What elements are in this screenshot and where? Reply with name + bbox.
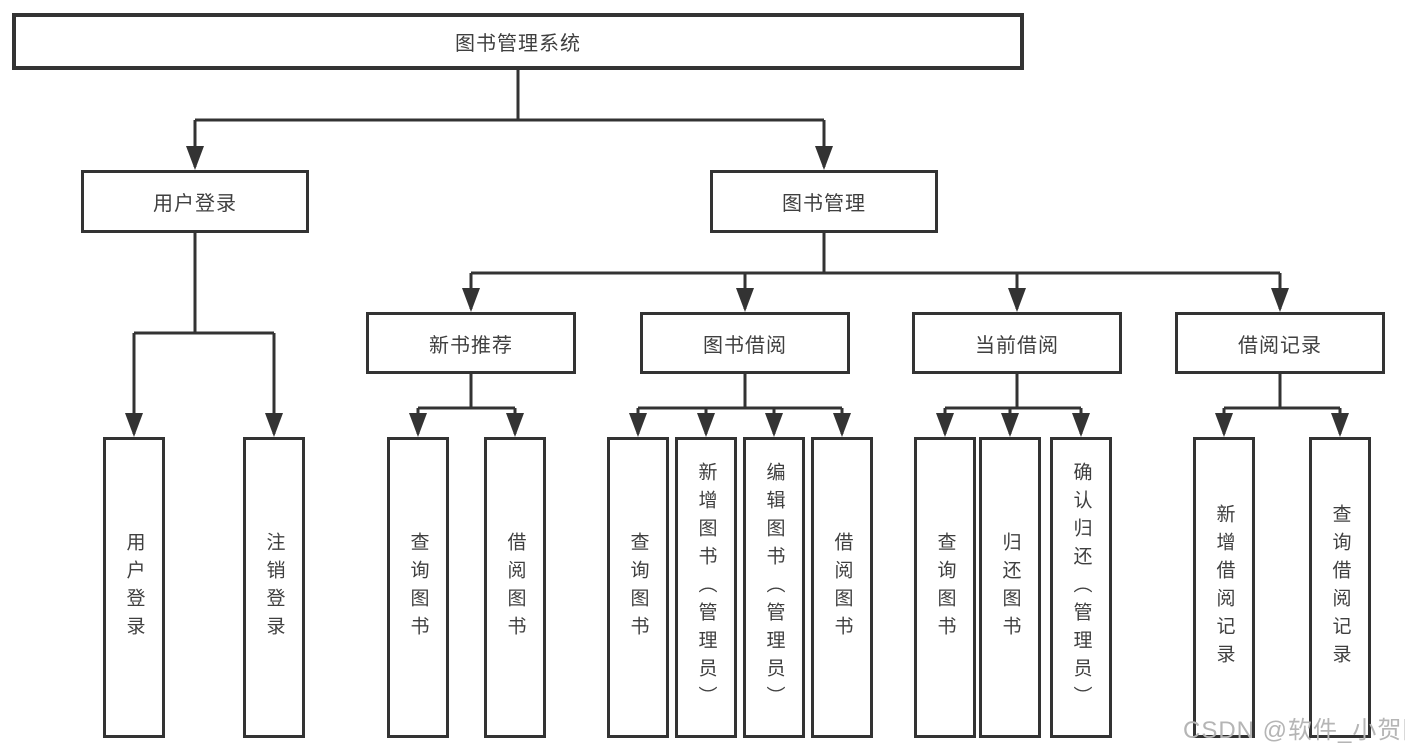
leaf-label: 编辑图书（管理员）: [763, 461, 785, 714]
leaf-borrow-books: 借阅图书: [811, 437, 873, 738]
leaf-user-login: 用户登录: [103, 437, 165, 738]
leaf-label: 查询图书: [627, 531, 649, 644]
leaf-label: 确认归还（管理员）: [1070, 461, 1092, 714]
leaf-confirm-return-admin: 确认归还（管理员）: [1050, 437, 1112, 738]
node-book-management: 图书管理: [710, 170, 938, 233]
csdn-watermark: CSDN @软件_小贺同学: [1183, 717, 1405, 744]
leaf-query-books-current: 查询图书: [914, 437, 976, 738]
leaf-label: 查询借阅记录: [1329, 503, 1351, 672]
leaf-label: 新增图书（管理员）: [695, 461, 717, 714]
leaf-label: 查询图书: [407, 531, 429, 644]
node-borrowing-records: 借阅记录: [1175, 312, 1385, 374]
node-user-login: 用户登录: [81, 170, 309, 233]
leaf-label: 借阅图书: [504, 531, 526, 644]
leaf-label: 归还图书: [999, 531, 1021, 644]
leaf-label: 查询图书: [934, 531, 956, 644]
leaf-edit-books-admin: 编辑图书（管理员）: [743, 437, 805, 738]
leaf-logout: 注销登录: [243, 437, 305, 738]
leaf-return-books: 归还图书: [979, 437, 1041, 738]
node-current-borrowing: 当前借阅: [912, 312, 1122, 374]
leaf-query-borrow-record: 查询借阅记录: [1309, 437, 1371, 738]
leaf-query-books-recommend: 查询图书: [387, 437, 449, 738]
leaf-query-books-borrow: 查询图书: [607, 437, 669, 738]
leaf-label: 新增借阅记录: [1213, 503, 1235, 672]
leaf-label: 注销登录: [263, 531, 285, 644]
leaf-label: 借阅图书: [831, 531, 853, 644]
node-book-borrowing: 图书借阅: [640, 312, 850, 374]
node-library-management-system: 图书管理系统: [12, 13, 1024, 70]
node-new-book-recommendation: 新书推荐: [366, 312, 576, 374]
leaf-add-borrow-record: 新增借阅记录: [1193, 437, 1255, 738]
leaf-borrow-books-recommend: 借阅图书: [484, 437, 546, 738]
leaf-add-books-admin: 新增图书（管理员）: [675, 437, 737, 738]
leaf-label: 用户登录: [123, 531, 145, 644]
